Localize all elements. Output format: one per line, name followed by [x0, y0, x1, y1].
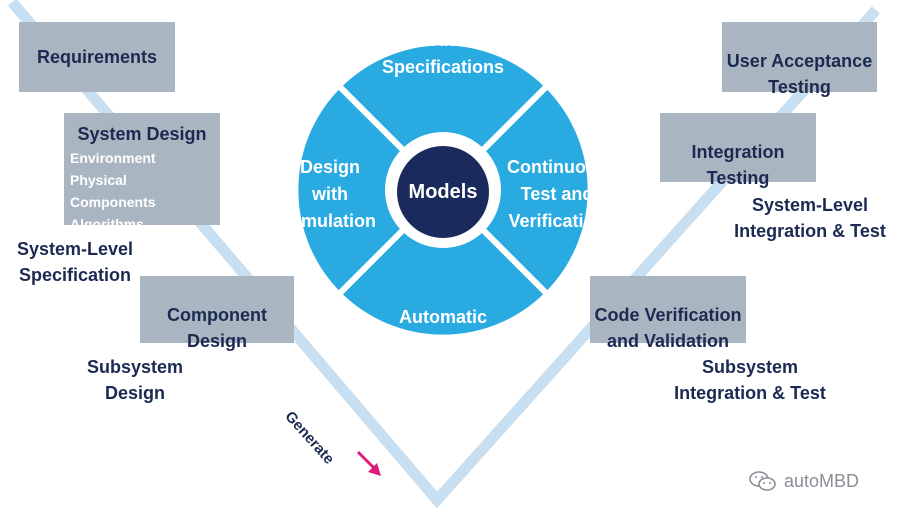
- quadrant-left: [292, 81, 448, 299]
- code-verification-label: Code Verification and Validation: [594, 305, 742, 351]
- user-acceptance-box: User Acceptance Testing: [722, 22, 877, 97]
- watermark: autoMBD: [748, 470, 859, 492]
- system-design-box: System Design Environment Physical Compo…: [64, 113, 220, 232]
- component-design-label: Component Design: [167, 305, 267, 351]
- requirements-label: Requirements: [36, 47, 158, 67]
- integration-testing-label: Integration Testing: [691, 142, 785, 188]
- executable-specifications-text: Executable Specifications: [381, 30, 505, 77]
- system-design-item: Algorithms: [70, 216, 144, 232]
- subsystem-integration-label: Subsystem Integration & Test: [674, 357, 826, 403]
- design-with-simulation-text: Design with Simulation: [283, 157, 376, 231]
- subsystem-design-label: Subsystem Design: [86, 357, 184, 403]
- code-verification-box: Code Verification and Validation: [590, 276, 746, 351]
- quadrant-bottom: [334, 185, 552, 341]
- system-design-item: Physical Components: [70, 172, 156, 210]
- system-design-title: System Design: [77, 124, 207, 144]
- automatic-code-generation-text: Automatic Code Generation: [370, 307, 516, 354]
- component-design-box: Component Design: [140, 276, 294, 351]
- models-center: Models: [397, 146, 489, 238]
- wechat-icon: [749, 471, 776, 491]
- continuous-test-text: Continuous Test and Verification: [507, 157, 607, 231]
- integration-testing-box: Integration Testing: [660, 113, 816, 188]
- watermark-text: autoMBD: [784, 470, 860, 491]
- system-level-integration-label: System-Level Integration & Test: [734, 195, 886, 241]
- requirements-box: Requirements: [19, 22, 175, 92]
- arrow-right-icon: [356, 450, 381, 476]
- system-level-specification-label: System-Level Specification: [16, 239, 134, 285]
- quadrant-right: [438, 81, 594, 299]
- system-design-item: Environment: [70, 150, 156, 166]
- models-label: Models: [408, 180, 478, 203]
- user-acceptance-label: User Acceptance Testing: [726, 51, 873, 97]
- quadrant-top: [334, 39, 552, 195]
